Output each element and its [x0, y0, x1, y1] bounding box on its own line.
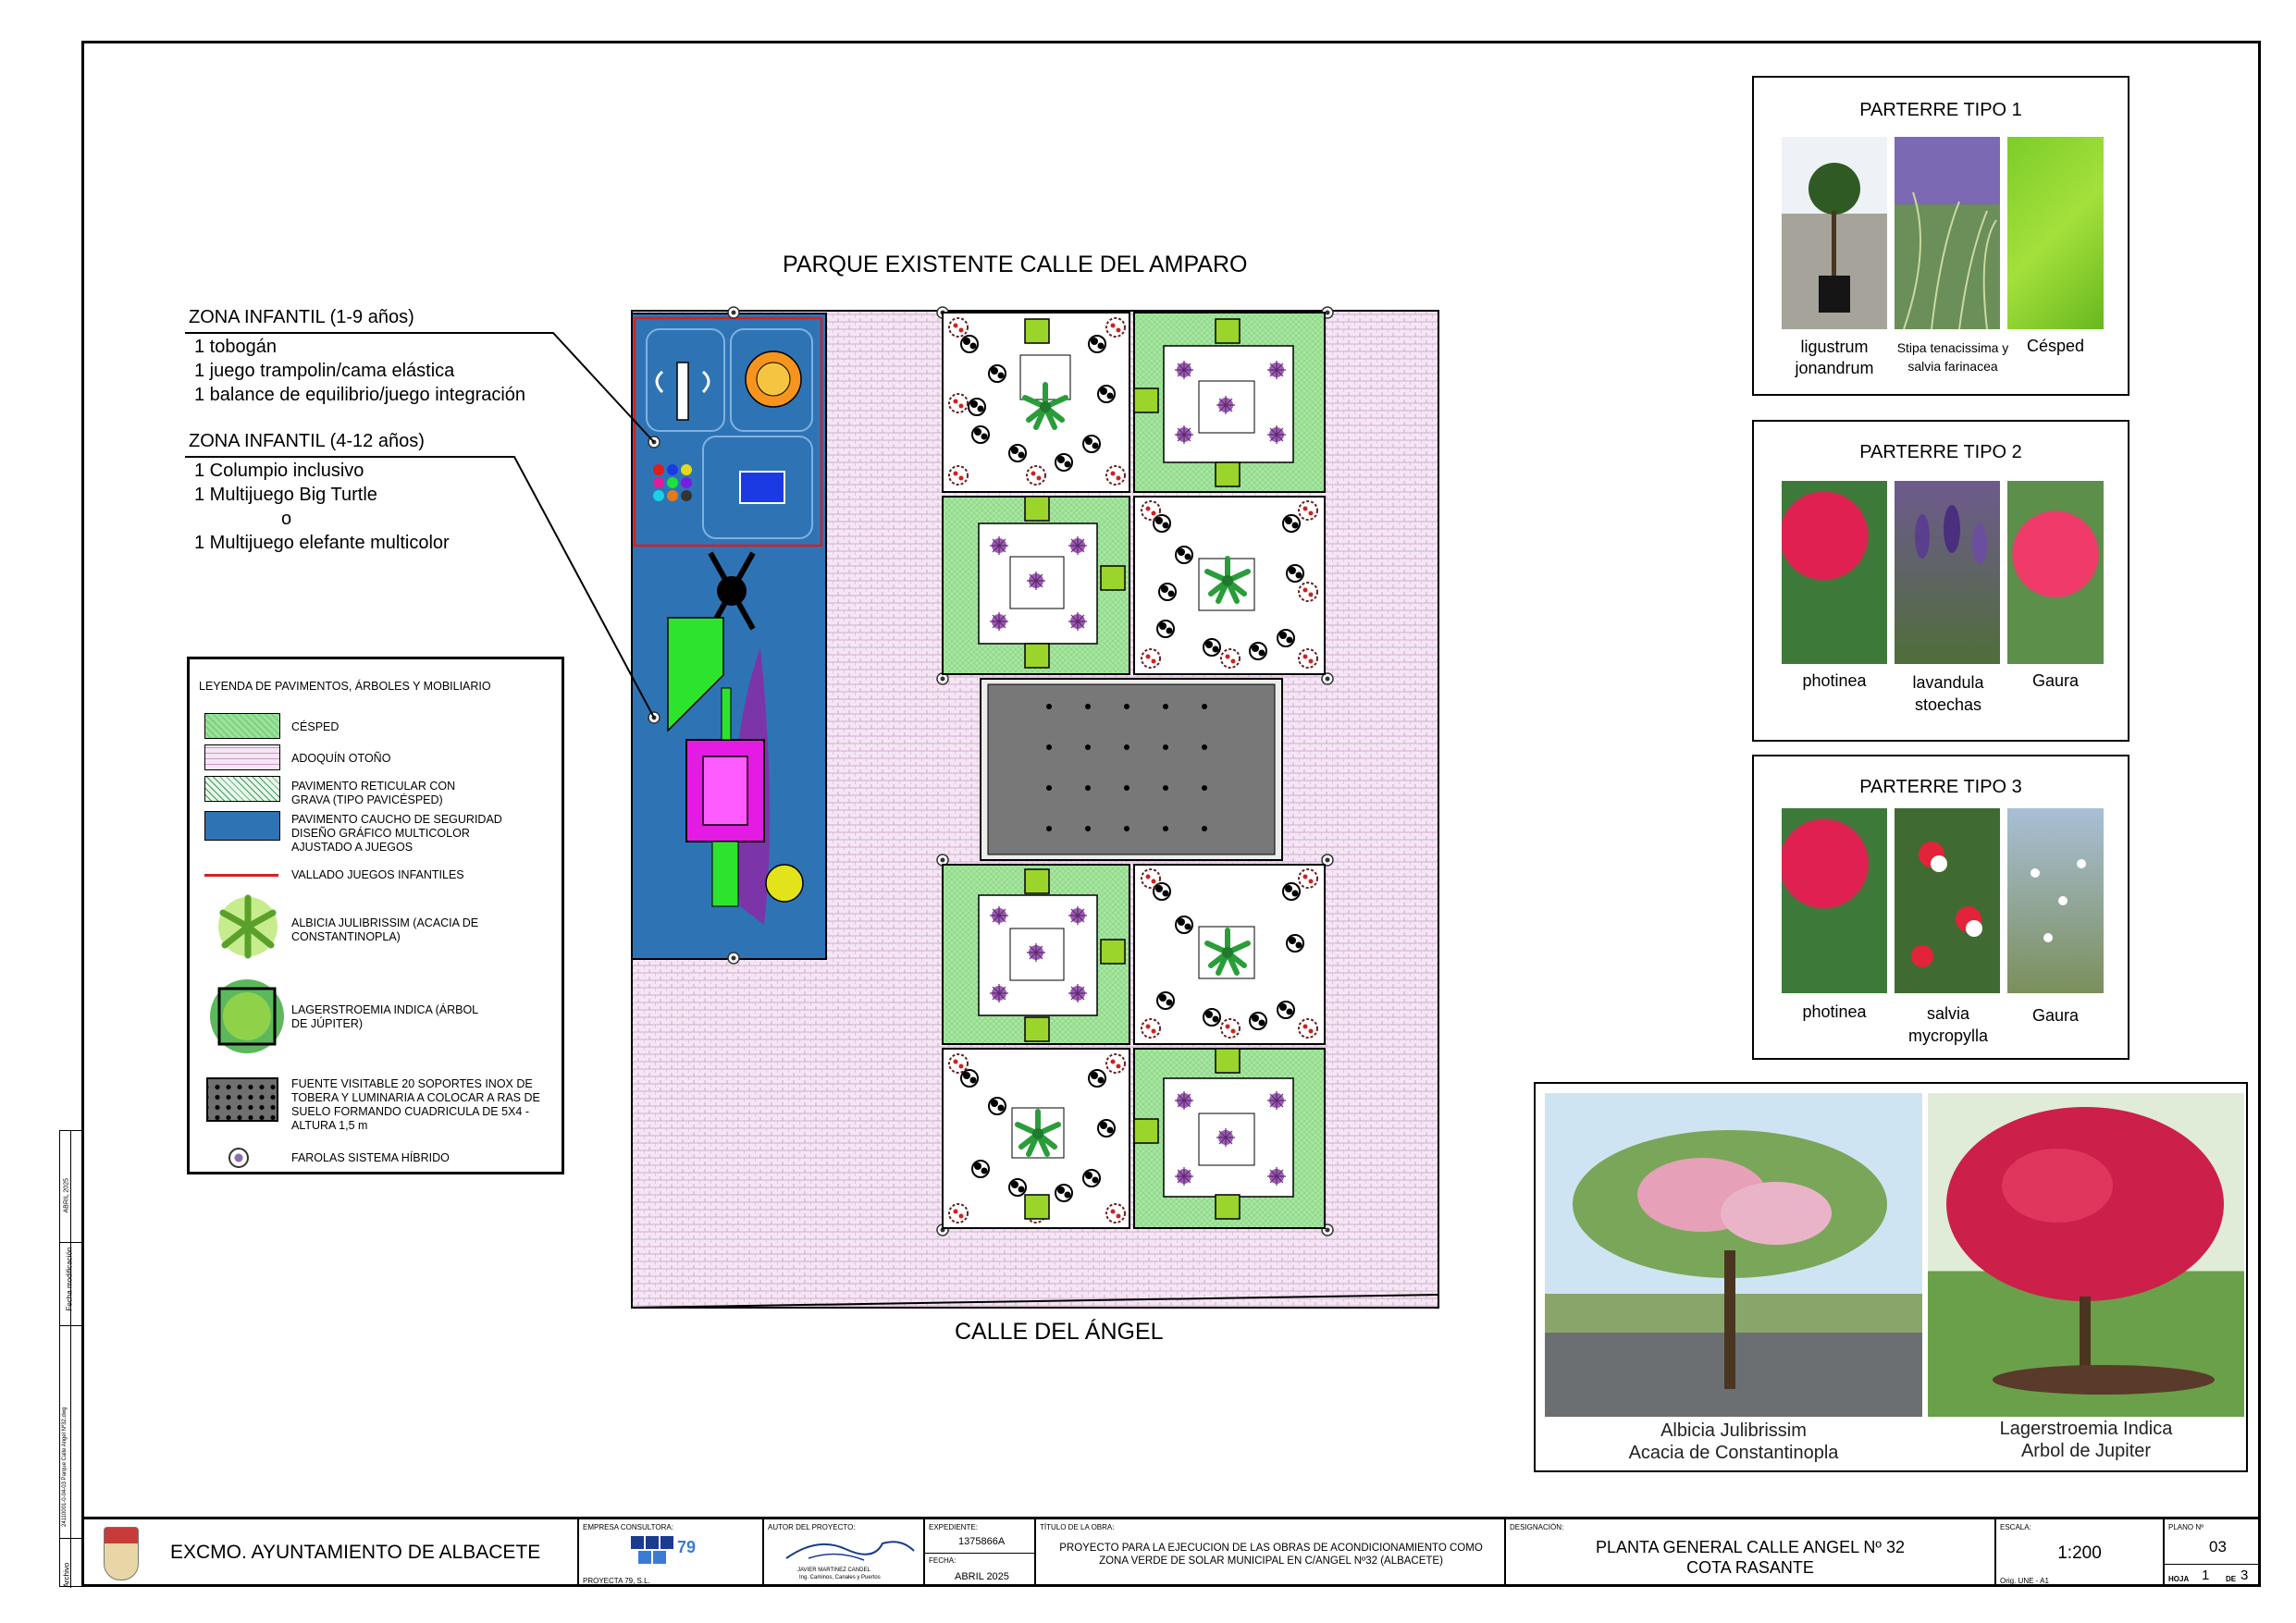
photo-cesped [2007, 137, 2104, 329]
tree-common: Arbol de Jupiter [2020, 1441, 2152, 1461]
lagerstroemia-icon [208, 977, 286, 1055]
zone2-title: ZONA INFANTIL (4-12 años) [189, 431, 425, 451]
client-name: EXCMO. AYUNTAMIENTO DE ALBACETE [170, 1542, 541, 1563]
parterre-panel-3: PARTERRE TIPO 3 photinea salvia mycropyl… [1752, 755, 2129, 1060]
tree-name: Lagerstroemia Indica [1999, 1419, 2173, 1439]
zone2-item: 1 Columpio inclusivo [194, 461, 364, 481]
legend-label: ADOQUÍN OTOÑO [291, 752, 391, 765]
parterre-title: PARTERRE TIPO 3 [1859, 777, 2022, 797]
autor-label: AUTOR DEL PROYECTO: [768, 1523, 856, 1531]
autor-sub: Ing. Caminos, Canales y Puertos [799, 1575, 881, 1580]
plant-label: salvia mycropylla [1907, 1004, 1989, 1045]
legend-label: ALBICIA JULIBRISSIM (ACACIA DE CONSTANTI… [291, 916, 479, 943]
photo-gaura-white [2007, 808, 2104, 993]
orig-label: Orig. UNE - A1 [2000, 1577, 2049, 1585]
fecha-label: FECHA: [929, 1556, 957, 1565]
zone1-item: 1 tobogán [194, 337, 277, 357]
coat-of-arms-icon [104, 1527, 139, 1580]
legend-label: FAROLAS SISTEMA HÍBRIDO [291, 1151, 450, 1164]
legend-label: PAVIMENTO RETICULAR CON GRAVA (TIPO PAVI… [291, 780, 456, 806]
empresa-label: EMPRESA CONSULTORA: [583, 1523, 673, 1531]
plant-label: Stipa tenacissima y salvia farinacea [1896, 340, 2009, 374]
titulo-value: PROYECTO PARA LA EJECUCION DE LAS OBRAS … [1059, 1543, 1483, 1567]
zone2-note: ZONA INFANTIL (4-12 años) 1 Columpio inc… [189, 429, 450, 555]
de-value: 3 [2240, 1568, 2249, 1583]
legend-swatch-cesped [204, 713, 280, 739]
park-existing-title: PARQUE EXISTENTE CALLE DEL AMPARO [783, 252, 1248, 277]
title-block: EXCMO. AYUNTAMIENTO DE ALBACETE EMPRESA … [81, 1517, 2261, 1587]
legend-box: LEYENDA DE PAVIMENTOS, ÁRBOLES Y MOBILIA… [187, 657, 564, 1174]
legend-label: VALLADO JUEGOS INFANTILES [291, 868, 464, 881]
plano-value: 03 [2209, 1538, 2227, 1555]
zone1-title: ZONA INFANTIL (1-9 años) [189, 307, 414, 327]
photo-salvia [1895, 808, 2000, 993]
side-strip: Fecha modificación ABRIL 2025 24110001-0… [59, 1130, 82, 1588]
lamp-icon [228, 1148, 249, 1168]
legend-swatch-adoquin [204, 744, 280, 770]
legend-swatch-reticular [204, 776, 280, 802]
plant-label: Gaura [2031, 671, 2080, 690]
legend-swatch-caucho [204, 811, 280, 841]
designacion-label: DESIGNACIÓN: [1510, 1523, 1564, 1531]
de-label: DE [2226, 1575, 2237, 1583]
legend-label: FUENTE VISITABLE 20 SOPORTES INOX DE TOB… [291, 1077, 540, 1132]
albicia-icon [216, 894, 280, 959]
zone1-note: ZONA INFANTIL (1-9 años) 1 tobogán 1 jue… [189, 305, 525, 407]
plant-label: photinea [1802, 1002, 1867, 1021]
legend-swatch-vallado [204, 874, 278, 877]
photo-photinea [1782, 808, 1887, 993]
zone2-item: o [281, 509, 292, 529]
legend-label: CÉSPED [291, 720, 339, 733]
parterre-panel-1: PARTERRE TIPO 1 ligustrum jonandrum Stip… [1752, 76, 2129, 396]
empresa-name: PROYECTA 79, S.L. [583, 1577, 650, 1585]
plant-label: photinea [1802, 671, 1867, 690]
plano-label: PLANO Nº [2168, 1523, 2204, 1531]
parterre-title: PARTERRE TIPO 1 [1859, 100, 2022, 120]
zone1-item: 1 balance de equilibrio/juego integració… [194, 385, 526, 405]
zone2-item: 1 Multijuego Big Turtle [194, 485, 377, 505]
photo-lavandula [1895, 481, 2000, 664]
plant-label: lavandula stoechas [1912, 673, 1984, 714]
designacion-2: COTA RASANTE [1686, 1558, 1814, 1577]
titulo-label: TÍTULO DE LA OBRA: [1040, 1523, 1115, 1531]
zone1-item: 1 juego trampolin/cama elástica [194, 361, 455, 381]
designacion-1: PLANTA GENERAL CALLE ANGEL Nº 32 [1595, 1538, 1906, 1556]
parterre-title: PARTERRE TIPO 2 [1859, 442, 2022, 462]
fecha-value: ABRIL 2025 [955, 1571, 1009, 1582]
trees-panel: Albicia Julibrissim Acacia de Constantin… [1534, 1082, 2248, 1472]
photo-albicia [1545, 1093, 1922, 1417]
hoja-label: HOJA [2168, 1575, 2190, 1583]
plant-label: Césped [2026, 337, 2085, 355]
parterre-block-bottom [942, 864, 1326, 1229]
photo-photinea [1782, 481, 1887, 664]
svg-text:79: 79 [677, 1538, 696, 1556]
expediente-value: 1375866A [958, 1536, 1006, 1547]
legend-label: LAGERSTROEMIA INDICA (ÁRBOL DE JÚPITER) [291, 1003, 478, 1030]
parterre-block-top [942, 312, 1326, 675]
tree-name: Albicia Julibrissim [1660, 1420, 1807, 1441]
photo-ligustrum [1782, 137, 1887, 329]
fountain-icon [206, 1077, 278, 1122]
legend-title: LEYENDA DE PAVIMENTOS, ÁRBOLES Y MOBILIA… [199, 680, 491, 693]
signature [781, 1531, 920, 1566]
street-title: CALLE DEL ÁNGEL [955, 1319, 1164, 1345]
zone2-item: 1 Multijuego elefante multicolor [194, 533, 450, 553]
expediente-label: EXPEDIENTE: [929, 1523, 978, 1531]
escala-value: 1:200 [2057, 1543, 2102, 1563]
escala-label: ESCALA: [2000, 1523, 2031, 1531]
parterre-panel-2: PARTERRE TIPO 2 photinea lavandula stoec… [1752, 420, 2129, 742]
hoja-value: 1 [2202, 1568, 2210, 1583]
company-logo: 79 [631, 1532, 714, 1569]
legend-label: PAVIMENTO CAUCHO DE SEGURIDAD DISEÑO GRÁ… [291, 813, 502, 854]
tree-common: Acacia de Constantinopla [1628, 1443, 1839, 1463]
autor-name: JAVIER MARTINEZ CANDEL [797, 1568, 870, 1573]
photo-stipa [1895, 137, 2000, 330]
photo-gaura [2007, 481, 2104, 664]
plant-label: ligustrum jonandrum [1795, 338, 1874, 377]
sheet-frame [81, 41, 2261, 1587]
photo-lagerstroemia [1928, 1093, 2244, 1417]
plant-label: Gaura [2031, 1006, 2080, 1025]
